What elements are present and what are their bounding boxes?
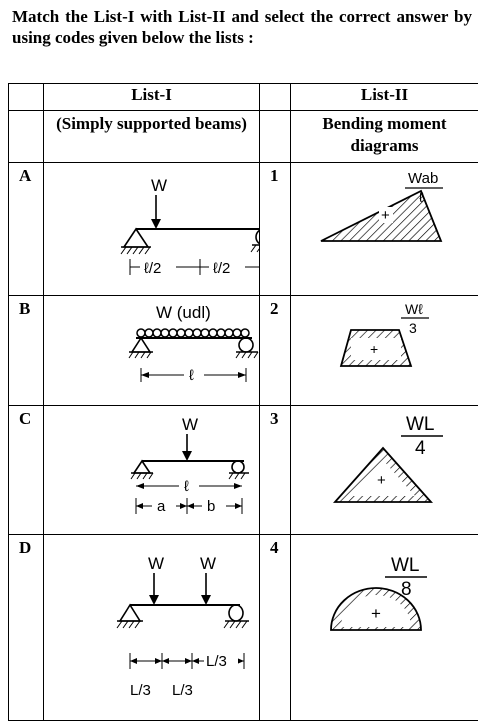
- beam-c-load-label: W: [182, 415, 198, 434]
- list1-title: List-I: [44, 84, 260, 111]
- bmd-2-sign: +: [370, 341, 378, 357]
- beam-b-pin-support: [132, 338, 150, 352]
- beam-c-svg: W ℓ: [44, 406, 260, 529]
- bmd-diagram-3: + WL 4: [291, 406, 478, 535]
- bmd-4-denominator: 8: [401, 579, 412, 600]
- beam-d-roller-support: [229, 605, 243, 621]
- bmd-1-svg: + Wab ℓ: [291, 163, 478, 290]
- beam-d-dim-3: L/3: [206, 653, 227, 670]
- beam-a-dim-2: ℓ/2: [213, 260, 230, 277]
- bmd-1-denominator: ℓ: [419, 189, 424, 205]
- match-table: List-I List-II (Simply supported beams) …: [8, 83, 478, 721]
- beam-b-udl: [137, 329, 249, 337]
- list1-subtitle: (Simply supported beams): [44, 111, 260, 163]
- beam-b-dim-1: ℓ: [189, 367, 194, 384]
- header-blank-1: [9, 84, 44, 111]
- subheader-blank-1: [9, 111, 44, 163]
- bmd-3-denominator: 4: [415, 438, 426, 459]
- beam-a-dim-1: ℓ/2: [144, 260, 161, 277]
- list2-subtitle: Bending moment diagrams: [291, 111, 478, 163]
- row-letter-d: D: [9, 535, 44, 721]
- beam-a-roller-support: [256, 229, 260, 245]
- bmd-4-numerator: WL: [391, 555, 420, 576]
- subheader-blank-2: [260, 111, 291, 163]
- bmd-1-sign: +: [381, 207, 390, 224]
- question-text: Match the List-I with List-II and select…: [12, 6, 472, 48]
- bmd-diagram-2: + Wℓ 3: [291, 296, 478, 406]
- beam-c-pin-support: [134, 461, 150, 473]
- row-letter-a: A: [9, 163, 44, 296]
- beam-a-load-label: W: [151, 176, 167, 195]
- beam-d-load-label-2: W: [200, 554, 216, 573]
- beam-b-svg: W (udl): [44, 296, 260, 400]
- row-number-1: 1: [260, 163, 291, 296]
- beam-c-roller-support: [232, 461, 244, 473]
- bmd-2-denominator: 3: [409, 320, 417, 336]
- beam-diagram-a: W ℓ/2 ℓ/2: [44, 163, 260, 296]
- beam-c-dim-b: b: [207, 498, 215, 515]
- beam-d-pin-support: [120, 605, 140, 621]
- beam-d-load-arrow-1: [149, 595, 159, 605]
- beam-a-load-arrow: [151, 219, 161, 229]
- beam-c-dim-length: ℓ: [184, 478, 189, 495]
- beam-d-svg: W W: [44, 535, 260, 715]
- list2-title: List-II: [291, 84, 478, 111]
- row-letter-b: B: [9, 296, 44, 406]
- header-blank-2: [260, 84, 291, 111]
- bmd-1-numerator: Wab: [408, 170, 438, 187]
- bmd-4-sign: +: [371, 604, 381, 623]
- row-number-3: 3: [260, 406, 291, 535]
- beam-d-load-arrow-2: [201, 595, 211, 605]
- beam-b-load-label: W (udl): [156, 303, 211, 322]
- bmd-diagram-4: + WL 8: [291, 535, 478, 721]
- beam-a-svg: W ℓ/2 ℓ/2: [44, 163, 260, 290]
- beam-c-dim-a: a: [157, 498, 166, 515]
- beam-diagram-d: W W: [44, 535, 260, 721]
- bmd-4-svg: + WL 8: [291, 535, 478, 715]
- bmd-2-numerator: Wℓ: [405, 301, 423, 317]
- row-number-2: 2: [260, 296, 291, 406]
- bmd-3-svg: + WL 4: [291, 406, 478, 529]
- beam-diagram-c: W ℓ: [44, 406, 260, 535]
- bmd-diagram-1: + Wab ℓ: [291, 163, 478, 296]
- bmd-3-sign: +: [377, 472, 386, 489]
- beam-diagram-b: W (udl): [44, 296, 260, 406]
- beam-a-pin-support: [124, 229, 148, 247]
- beam-b-roller-support: [239, 338, 253, 352]
- row-number-4: 4: [260, 535, 291, 721]
- bmd-2-svg: + Wℓ 3: [291, 296, 478, 400]
- beam-d-load-label-1: W: [148, 554, 164, 573]
- bmd-3-numerator: WL: [406, 414, 435, 435]
- row-letter-c: C: [9, 406, 44, 535]
- beam-c-load-arrow: [182, 451, 192, 461]
- beam-d-dim-2: L/3: [172, 682, 193, 699]
- beam-d-dim-1: L/3: [130, 682, 151, 699]
